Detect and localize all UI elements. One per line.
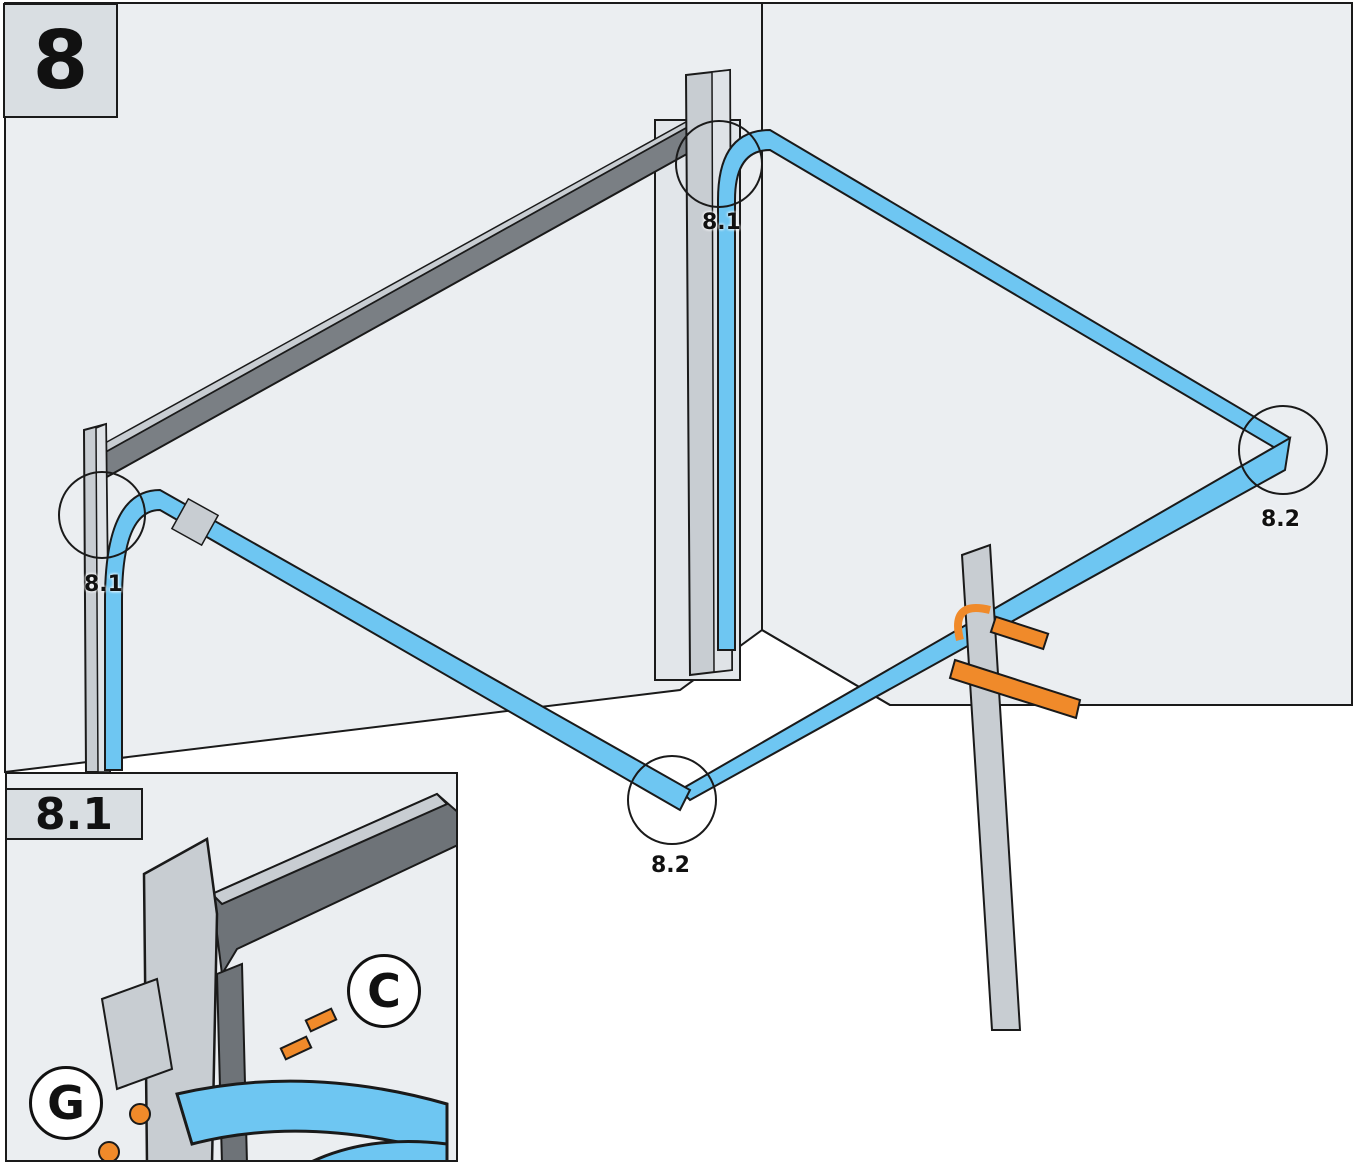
bar-clamp <box>948 604 1082 720</box>
callout-8-2-front: 8.2 <box>651 853 690 878</box>
inset-detail-8-1: 8.1 C G <box>5 772 458 1162</box>
inset-illustration <box>98 792 456 1160</box>
detail-circles <box>58 120 1328 845</box>
part-g-label: G <box>29 1066 103 1140</box>
left-horizontal-track <box>104 488 692 812</box>
part-c-label: C <box>347 954 421 1028</box>
inset-title: 8.1 <box>7 788 143 840</box>
callout-8-1-front: 8.1 <box>84 572 123 597</box>
callout-8-1-rear: 8.1 <box>702 210 741 235</box>
step-number-box: 8 <box>3 3 118 118</box>
step-number: 8 <box>32 13 89 107</box>
callout-8-2-right: 8.2 <box>1261 507 1300 532</box>
